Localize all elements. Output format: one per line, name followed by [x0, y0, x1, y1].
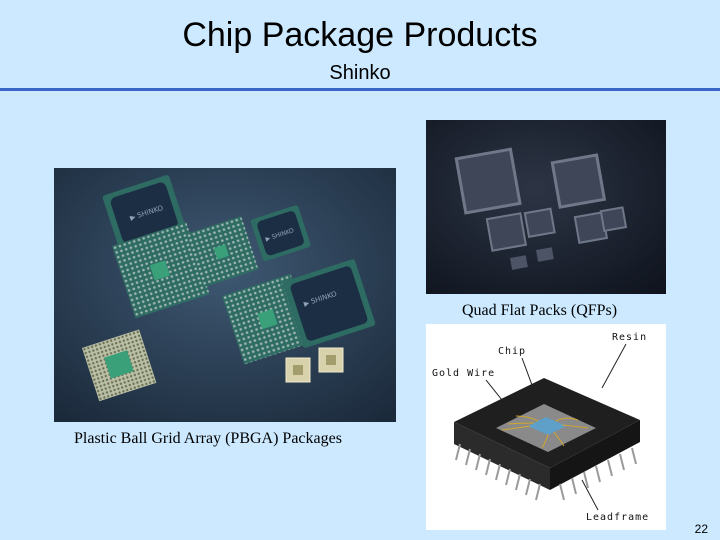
- label-leadframe: Leadframe: [586, 512, 649, 523]
- title-divider: [0, 88, 720, 91]
- qfp-photo: [426, 120, 666, 294]
- qfp-cutaway-diagram: Resin Chip Gold Wire Leadframe: [426, 324, 666, 530]
- pbga-packages-photo: ▶ SHINKO ▶ SHINKO ▶ SHINKO: [54, 168, 396, 422]
- slide-title: Chip Package Products: [182, 16, 538, 54]
- slide-subtitle: Shinko: [329, 62, 391, 84]
- label-chip: Chip: [498, 346, 526, 357]
- pbga-caption: Plastic Ball Grid Array (PBGA) Packages: [74, 430, 342, 447]
- qfp-caption: Quad Flat Packs (QFPs): [462, 302, 618, 319]
- label-resin: Resin: [612, 332, 647, 343]
- label-gold-wire: Gold Wire: [432, 368, 495, 379]
- page-number: 22: [694, 522, 708, 536]
